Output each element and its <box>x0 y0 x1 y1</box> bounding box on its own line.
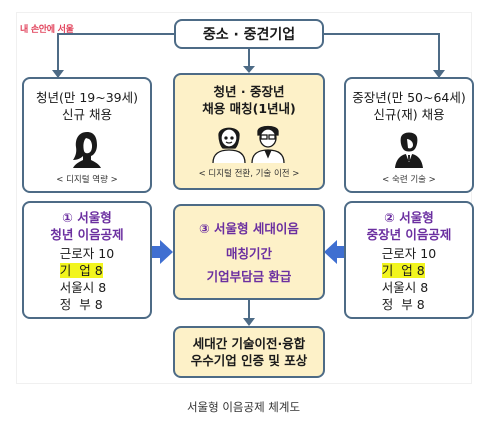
young-woman-icon <box>73 132 101 168</box>
contribution-row: 근로자 10 <box>381 246 437 261</box>
matching-card: 청년 · 중장년 채용 매칭(1년내) < 디지털 전환, 기술 이전 > <box>173 73 325 190</box>
two-people-icon <box>212 125 285 163</box>
youth-hire-card: 청년(만 19~39세) 신규 채용 < 디지털 역량 > <box>22 77 152 193</box>
youth-mutual-aid-card: ① 서울형 청년 이음공제 근로자 10 기 업 8 서울시 8 정 부 8 <box>22 201 152 319</box>
contribution-row: 근로자 10 <box>59 246 115 261</box>
contribution-row: 기 업 8 <box>59 263 103 278</box>
senior-aid-title-1: ② 서울형 <box>384 210 434 225</box>
award-line-1: 세대간 기술이전·융합 <box>192 336 306 351</box>
refund-label: 기업부담금 환급 <box>206 269 292 284</box>
sme-label: 중소 · 중견기업 <box>202 27 296 43</box>
youth-aid-title-2: 청년 이음공제 <box>50 227 124 242</box>
senior-man-icon <box>395 132 423 168</box>
senior-hire-label: 신규(재) 채용 <box>373 107 445 122</box>
contribution-row: 서울시 8 <box>381 280 429 295</box>
youth-aid-title-1: ① 서울형 <box>62 210 112 225</box>
senior-aid-table: 근로자 10 기 업 8 서울시 8 정 부 8 <box>381 245 437 313</box>
connector-right-h <box>324 33 440 35</box>
figure-caption: 서울형 이음공제 체계도 <box>186 400 301 414</box>
contribution-row: 정 부 8 <box>59 297 103 312</box>
connector-left-v <box>57 33 59 77</box>
matching-period-label: 매칭기간 <box>225 246 272 261</box>
senior-mutual-aid-card: ② 서울형 중장년 이음공제 근로자 10 기 업 8 서울시 8 정 부 8 <box>344 201 474 319</box>
award-box: 세대간 기술이전·융합 우수기업 인증 및 포상 <box>173 326 325 378</box>
connector-center-v <box>248 49 250 71</box>
seoul-logo: 내 손안에 서울 <box>20 25 74 35</box>
youth-aid-table: 근로자 10 기 업 8 서울시 8 정 부 8 <box>59 245 115 313</box>
award-line-2: 우수기업 인증 및 포상 <box>190 353 308 368</box>
contribution-row: 서울시 8 <box>59 280 107 295</box>
connector-right-v <box>438 33 440 77</box>
generation-link-title: ③ 서울형 세대이음 <box>199 221 299 236</box>
senior-aid-title-2: 중장년 이음공제 <box>366 227 452 242</box>
youth-age-label: 청년(만 19~39세) <box>35 90 138 105</box>
matching-tag: < 디지털 전환, 기술 이전 > <box>198 169 300 179</box>
connector-left-h <box>57 33 174 35</box>
senior-hire-card: 중장년(만 50~64세) 신규(재) 채용 < 숙련 기술 > <box>344 77 474 193</box>
senior-tag: < 숙련 기술 > <box>382 175 436 185</box>
sme-box: 중소 · 중견기업 <box>174 19 324 49</box>
generation-link-card: ③ 서울형 세대이음 매칭기간 기업부담금 환급 <box>173 204 325 300</box>
contribution-row: 기 업 8 <box>381 263 425 278</box>
youth-hire-label: 신규 채용 <box>62 107 112 122</box>
matching-title-1: 청년 · 중장년 <box>213 84 285 99</box>
contribution-row: 정 부 8 <box>381 297 425 312</box>
matching-title-2: 채용 매칭(1년내) <box>202 101 296 116</box>
youth-tag: < 디지털 역량 > <box>56 175 118 185</box>
diagram-frame <box>16 12 472 384</box>
senior-age-label: 중장년(만 50~64세) <box>352 90 466 105</box>
